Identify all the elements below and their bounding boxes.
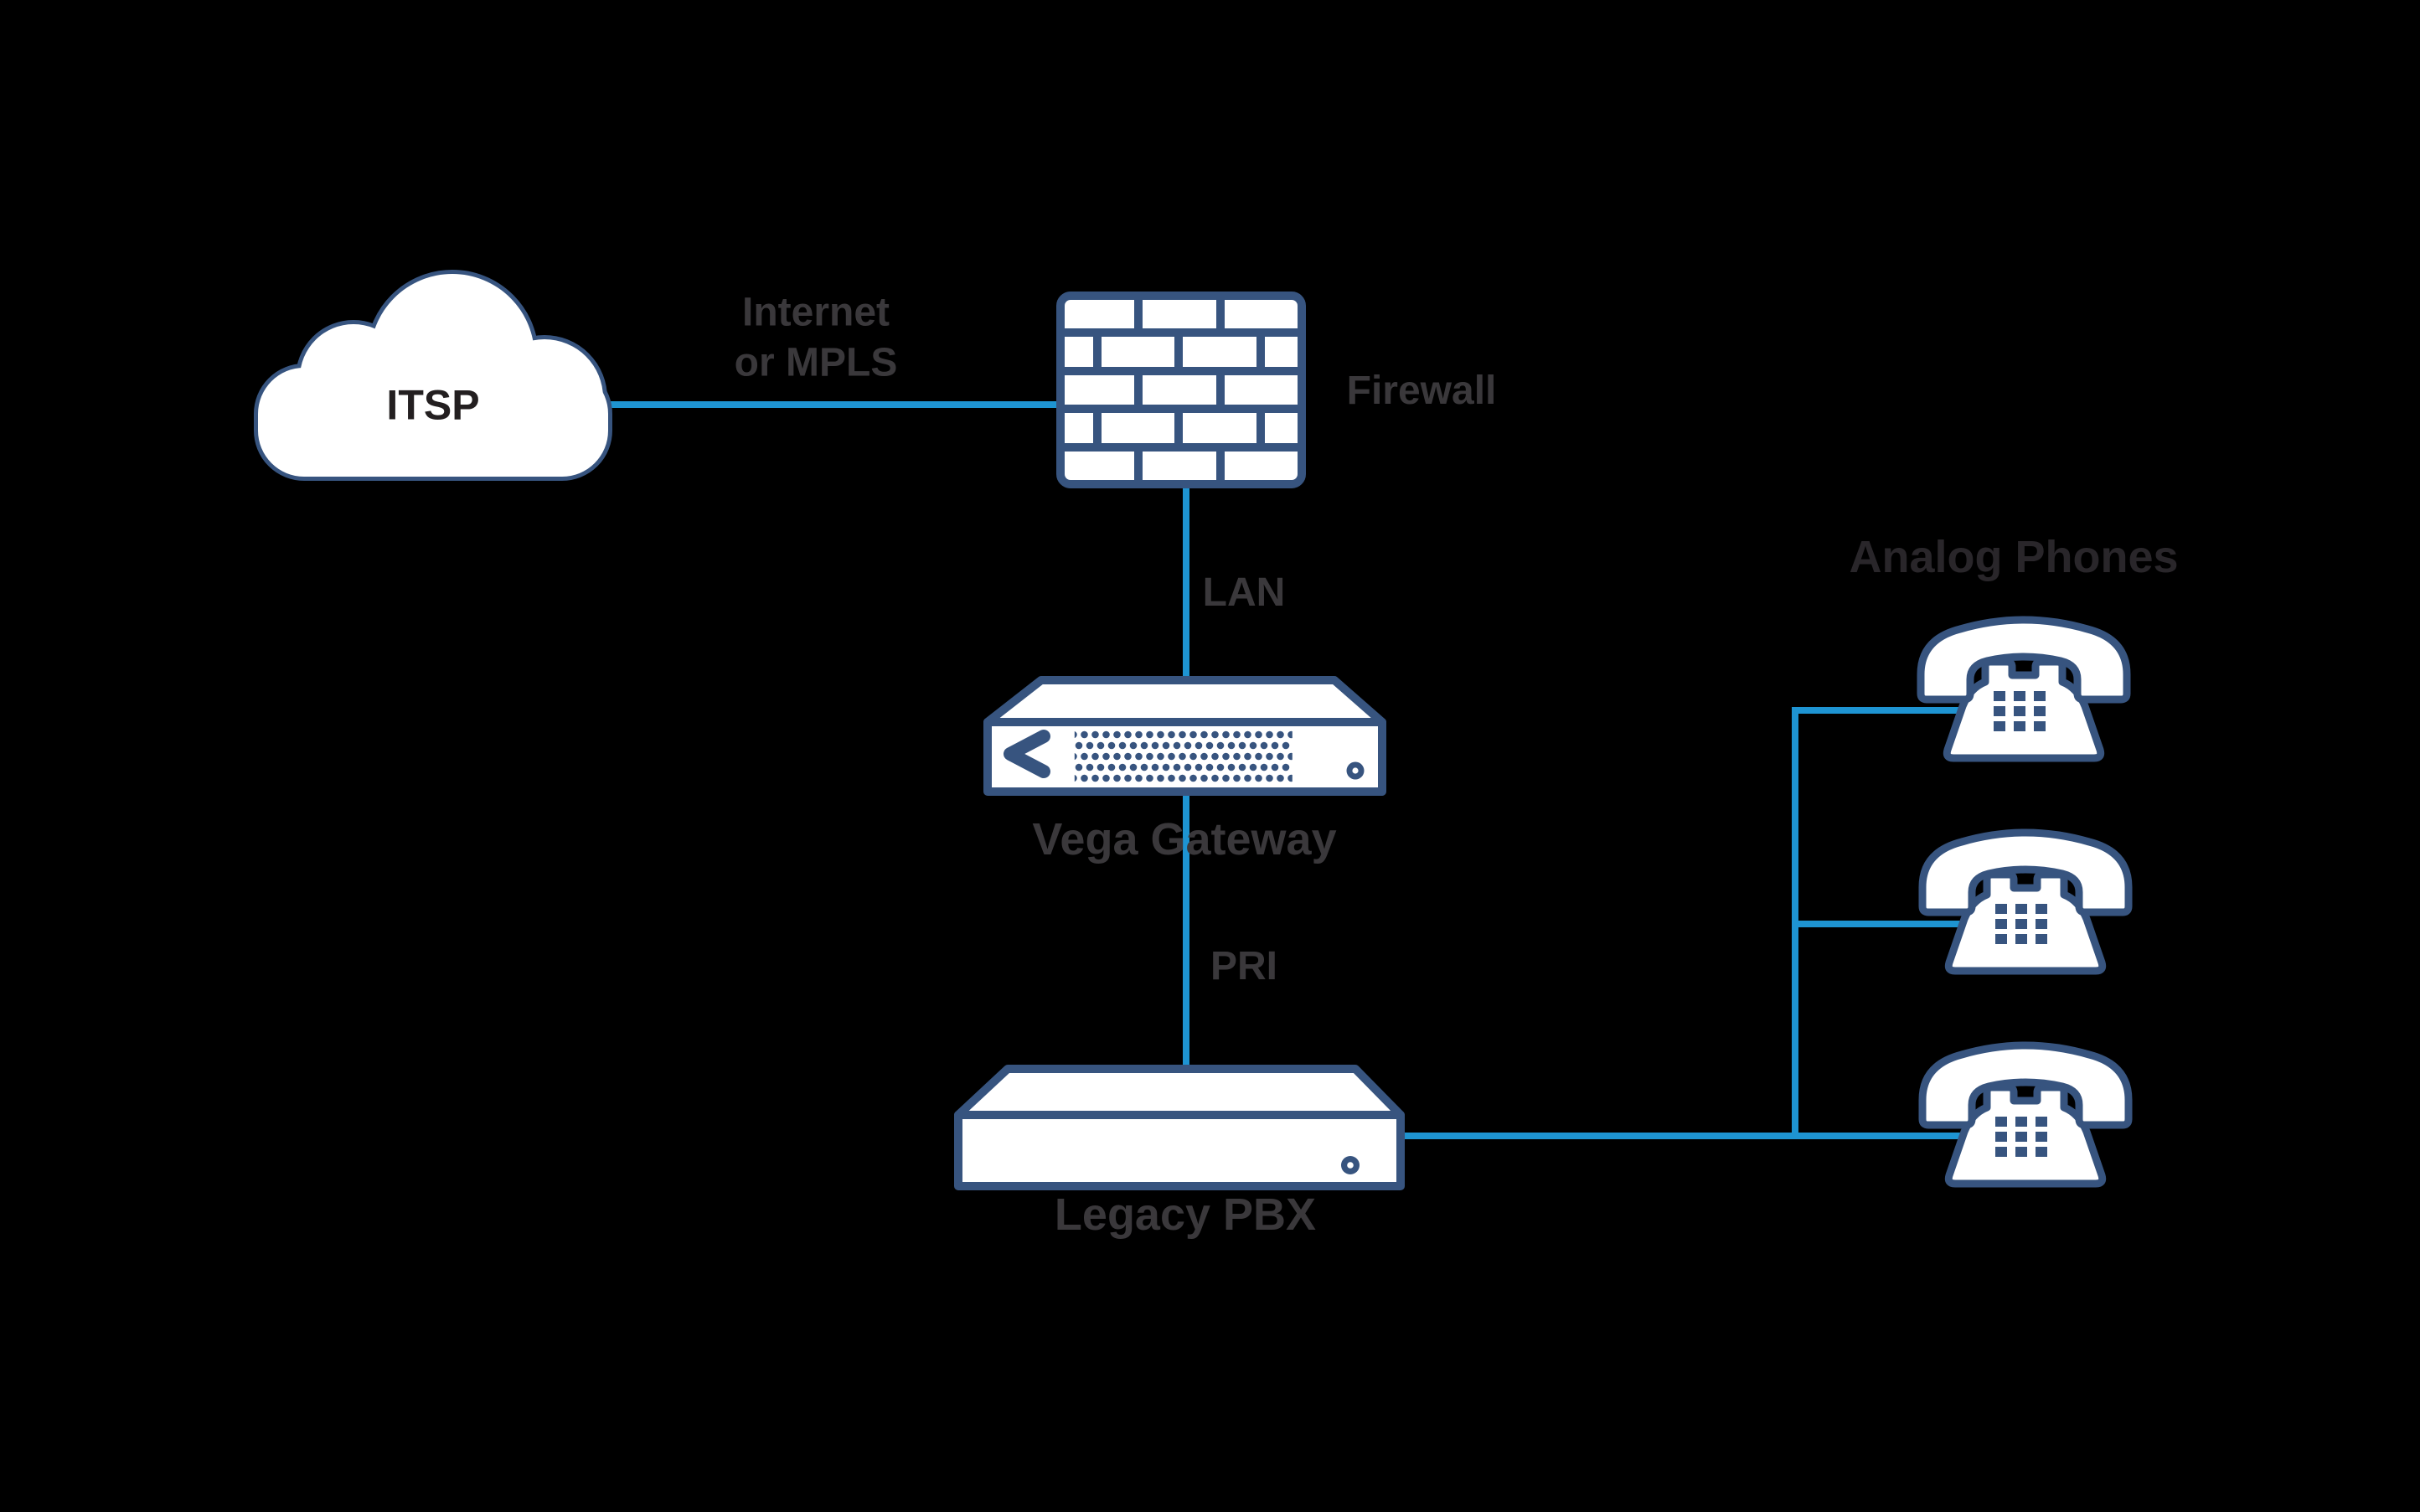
firewall-brick-icon xyxy=(1056,292,1306,488)
rack-pbx-icon xyxy=(954,1065,1405,1190)
link-label-lan: LAN xyxy=(1202,570,1286,615)
node-label-vega-gateway: Vega Gateway xyxy=(1032,813,1337,864)
gateway-logo-chevron-icon xyxy=(1004,730,1050,778)
node-label-legacy-pbx: Legacy PBX xyxy=(1054,1189,1317,1240)
desk-phone-icon xyxy=(1922,1045,2128,1184)
gateway-vent-dots xyxy=(1074,730,1293,783)
rack-gateway-icon xyxy=(983,676,1386,796)
node-label-itsp: ITSP xyxy=(386,381,480,429)
node-label-analog-phones: Analog Phones xyxy=(1849,531,2179,582)
link-label-pri: PRI xyxy=(1210,943,1278,988)
desk-phone-icon xyxy=(1922,833,2128,971)
node-label-firewall: Firewall xyxy=(1346,368,1497,413)
cloud-icon xyxy=(258,274,608,477)
desk-phone-icon xyxy=(1921,620,2127,758)
